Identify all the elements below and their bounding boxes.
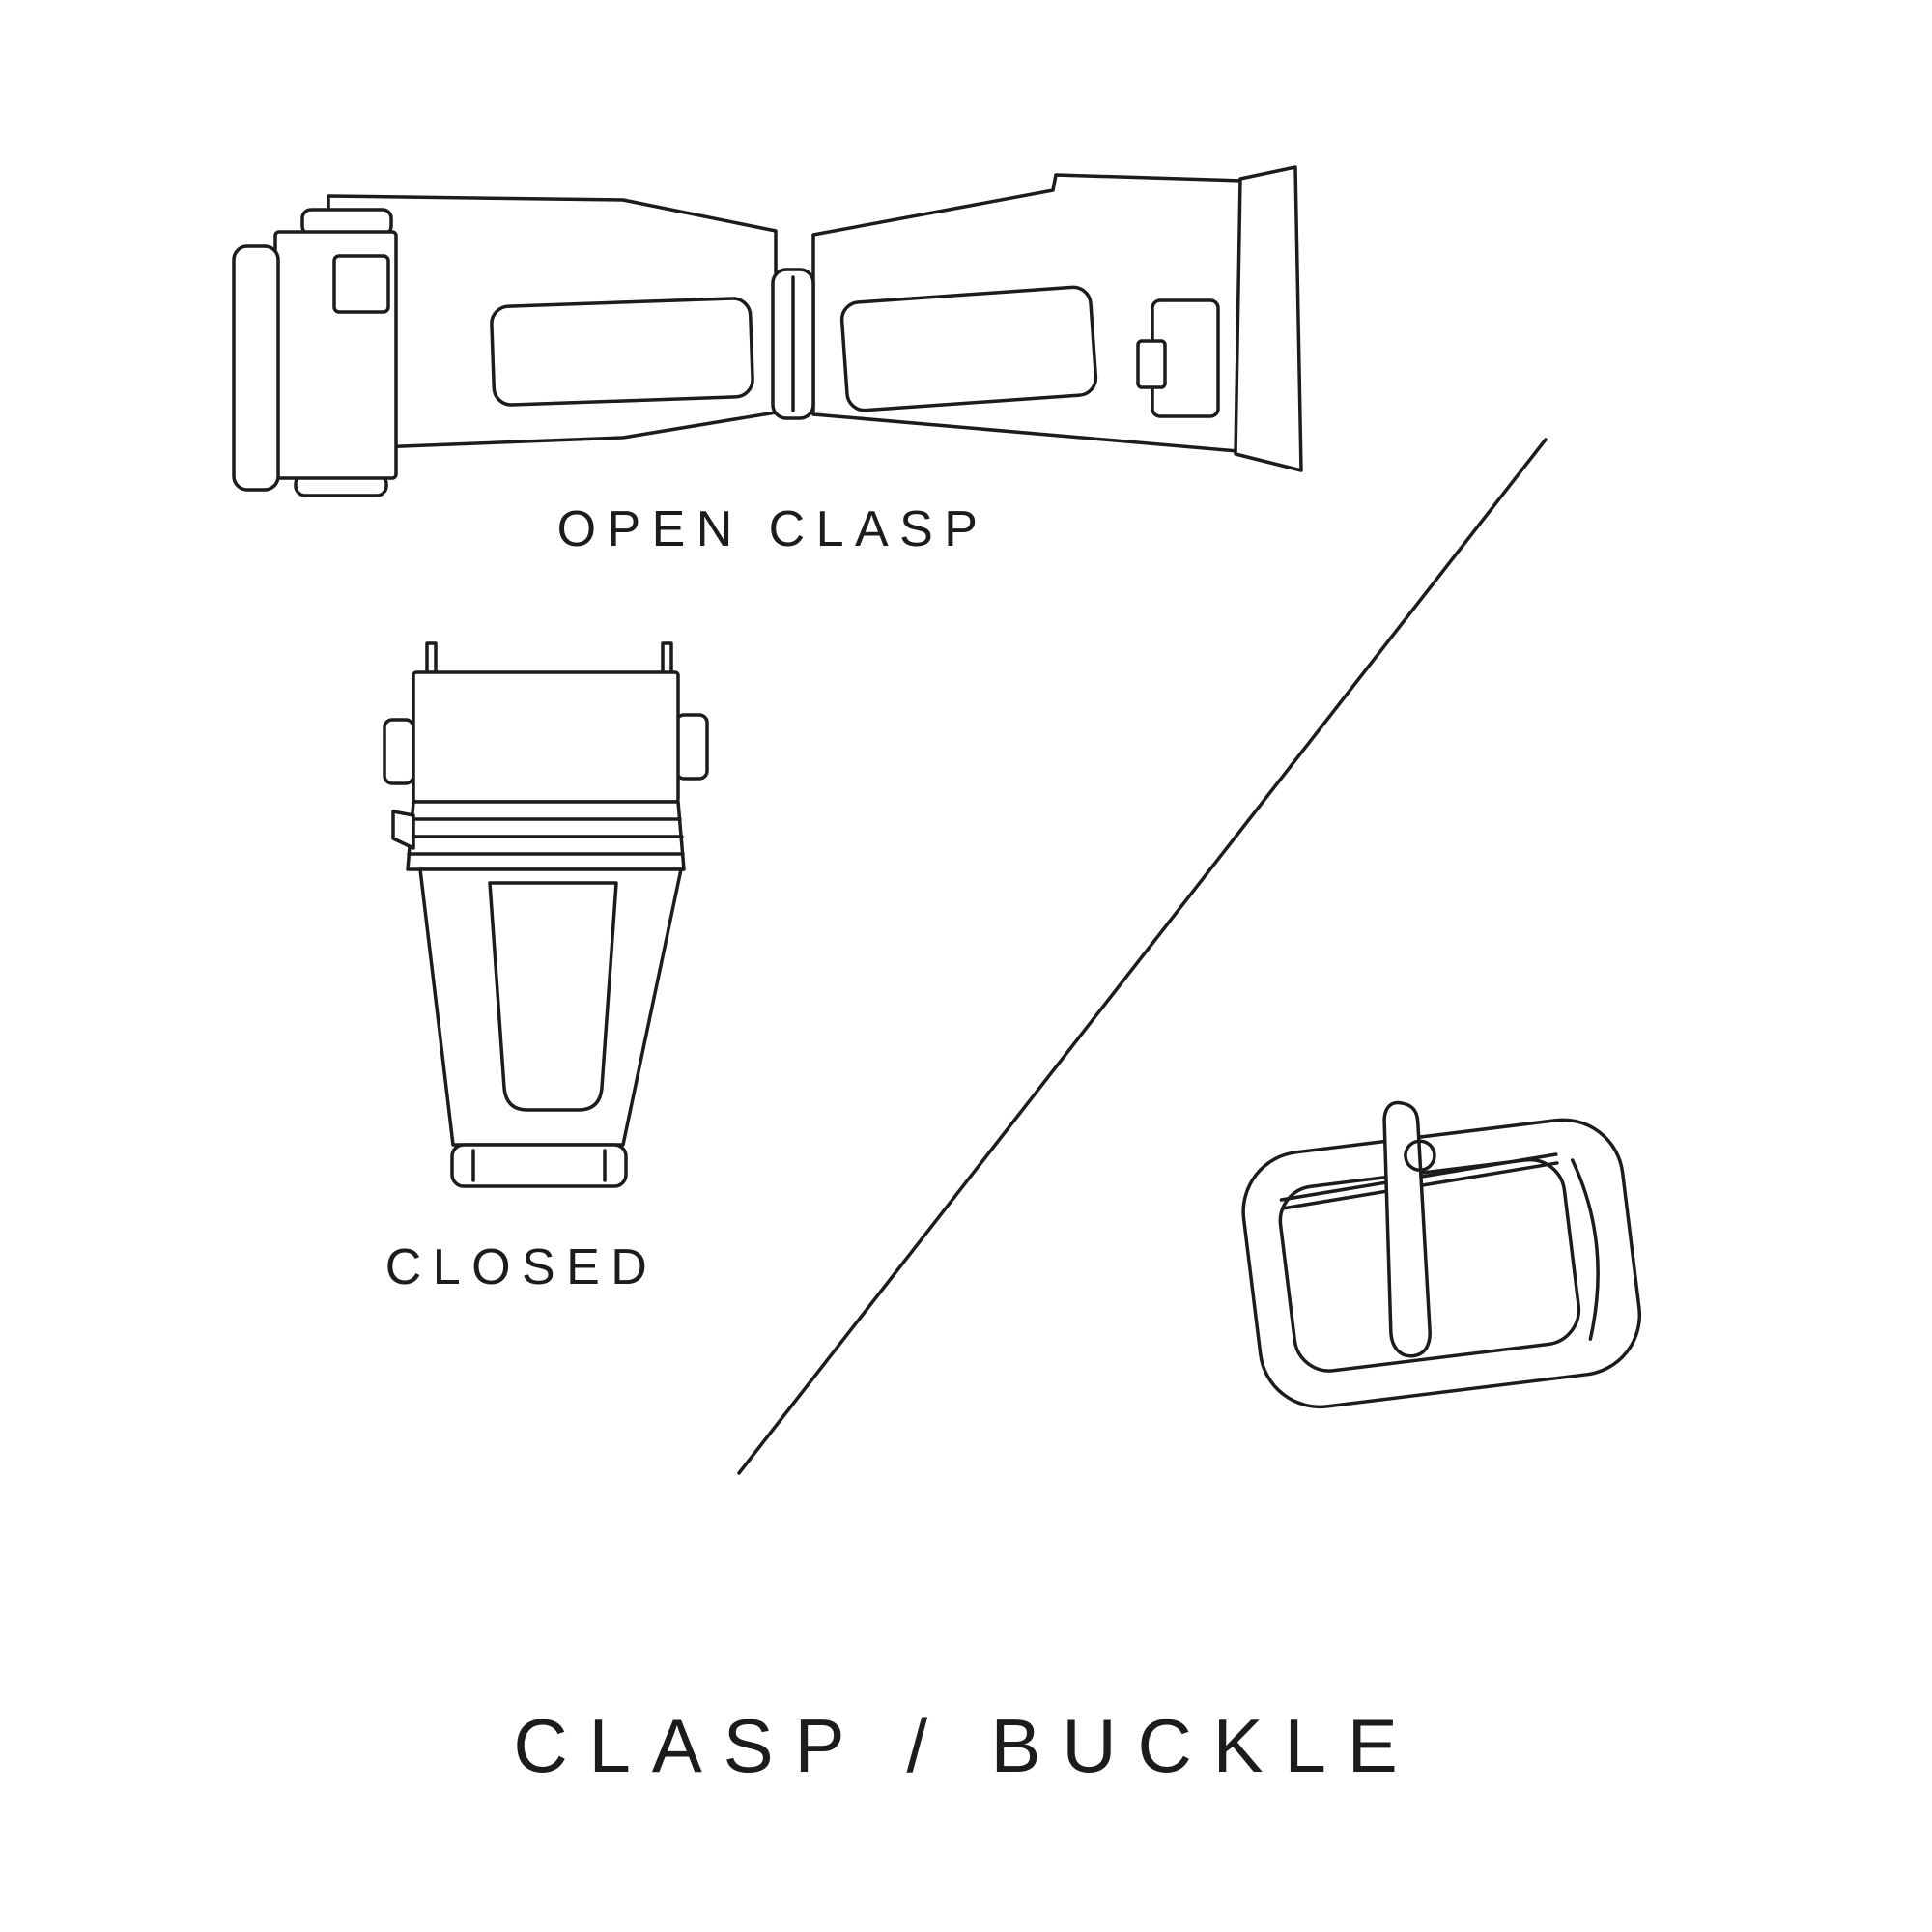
open-clasp-label: OPEN CLASP [556,501,989,557]
diagram-title: CLASP / BUCKLE [513,1703,1419,1788]
open-clasp-release-notch [332,254,390,314]
pin-buckle-illustration [1241,1100,1642,1409]
closed-clasp-illustration [383,641,709,1188]
open-clasp-end-cap [1234,165,1303,472]
closed-clasp-label: CLOSED [384,1239,659,1295]
closed-clasp-tab-left [383,718,415,785]
buckle-right-depth-line [1570,1158,1600,1341]
buckle-pin-loop [1404,1139,1436,1172]
open-clasp-illustration [232,165,1303,497]
closed-clasp-tab-right [674,713,709,781]
diagonal-divider-line [737,438,1548,1475]
closed-clasp-bottom-bar [450,1143,628,1188]
open-clasp-left-arm-inset [490,297,754,407]
closed-clasp-cover [412,670,680,804]
open-clasp-right-arm-inset [839,285,1098,412]
divider-line [737,438,1548,1475]
buckle-pin [1382,1100,1432,1358]
open-clasp-right-cutout-notch [1136,339,1167,389]
closed-clasp-body-inset [488,881,618,1112]
closed-clasp-side-flag [391,810,415,850]
open-clasp-springbar-sleeve [232,244,280,492]
